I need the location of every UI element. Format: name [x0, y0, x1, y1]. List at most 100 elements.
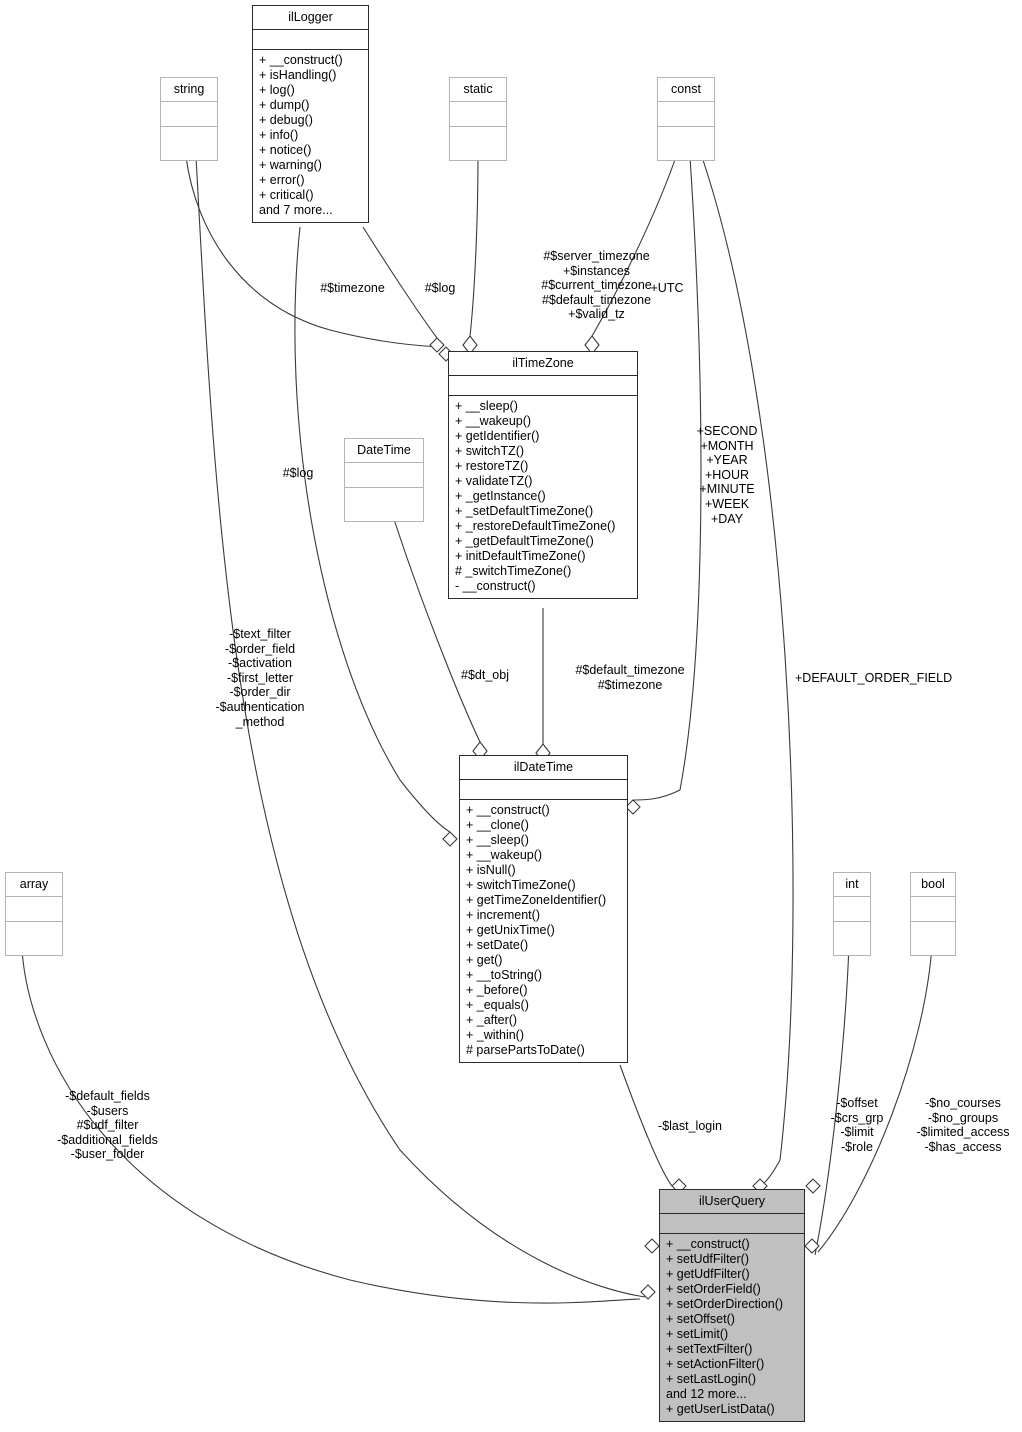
class-operation: + increment() — [466, 908, 540, 922]
class-box-string[interactable]: string — [160, 77, 218, 161]
class-operation: + _getDefaultTimeZone() — [455, 534, 594, 548]
class-operation: + setOrderField() — [666, 1282, 761, 1296]
class-attrs-array — [6, 897, 62, 922]
diamond-string-tz — [429, 337, 445, 353]
class-attrs-int — [834, 897, 870, 922]
edge-label-log-logger-ildatetime: #$log — [282, 466, 314, 480]
class-box-array[interactable]: array — [5, 872, 63, 956]
class-ops-datetime — [345, 488, 423, 521]
class-ops-bool — [911, 922, 955, 955]
class-operation: + _equals() — [466, 998, 529, 1012]
class-operation: # parsePartsToDate() — [466, 1043, 585, 1057]
class-title-const: const — [658, 78, 714, 102]
class-operation: + getUdfFilter() — [666, 1267, 750, 1281]
edge-label-default-order-field: +DEFAULT_ORDER_FIELD — [795, 671, 953, 685]
edge-label-bool-userquery: -$no_courses -$no_groups -$limited_acces… — [916, 1096, 1010, 1154]
class-operation: + validateTZ() — [455, 474, 533, 488]
class-box-datetime[interactable]: DateTime — [344, 438, 424, 522]
class-operation: + __sleep() — [455, 399, 518, 413]
class-box-static[interactable]: static — [449, 77, 507, 161]
class-operation: + getTimeZoneIdentifier() — [466, 893, 607, 907]
diamond-string-userquery — [644, 1238, 660, 1254]
edge-label-string-userquery: -$text_filter -$order_field -$activation… — [215, 627, 305, 729]
class-title-iltimezone: ilTimeZone — [449, 352, 637, 376]
class-operation: + __toString() — [466, 968, 543, 982]
class-operation: + setOrderDirection() — [666, 1297, 784, 1311]
class-operation: + setDate() — [466, 938, 529, 952]
class-operation: + dump() — [259, 98, 310, 112]
class-operation: + _after() — [466, 1013, 518, 1027]
class-title-bool: bool — [911, 873, 955, 897]
edge-label-dt-obj: #$dt_obj — [461, 668, 509, 682]
edge-label-array-userquery: -$default_fields -$users #$udf_filter -$… — [57, 1089, 158, 1162]
class-ops-array — [6, 922, 62, 955]
class-operation: + _restoreDefaultTimeZone() — [455, 519, 616, 533]
class-operation: + isHandling() — [259, 68, 337, 82]
class-box-iluserquery[interactable]: ilUserQuery + __construct()+ setUdfFilte… — [659, 1189, 805, 1422]
class-operation: + _before() — [466, 983, 528, 997]
class-operation: + setLastLogin() — [666, 1372, 756, 1386]
class-operation: and 7 more... — [259, 203, 333, 217]
class-operation: + get() — [466, 953, 503, 967]
class-title-datetime: DateTime — [345, 439, 423, 463]
class-operation: + switchTimeZone() — [466, 878, 576, 892]
class-operation: + setTextFilter() — [666, 1342, 753, 1356]
class-operation: + getIdentifier() — [455, 429, 540, 443]
class-operation: + notice() — [259, 143, 312, 157]
class-operation: + setOffset() — [666, 1312, 735, 1326]
class-operation: + __wakeup() — [466, 848, 543, 862]
class-operation: + debug() — [259, 113, 313, 127]
class-operation: + __wakeup() — [455, 414, 532, 428]
class-box-illogger[interactable]: ilLogger + __construct()+ isHandling()+ … — [252, 5, 369, 223]
class-operation: + switchTZ() — [455, 444, 525, 458]
class-attrs-bool — [911, 897, 955, 922]
class-title-array: array — [6, 873, 62, 897]
class-attrs-iltimezone — [449, 376, 637, 396]
class-ops-iltimezone: + __sleep()+ __wakeup()+ getIdentifier()… — [449, 396, 637, 598]
diamond-unknown-userquery — [805, 1178, 821, 1194]
class-operation: + log() — [259, 83, 295, 97]
class-box-int[interactable]: int — [833, 872, 871, 956]
class-box-ildatetime[interactable]: ilDateTime + __construct()+ __clone()+ _… — [459, 755, 628, 1063]
diamond-const-ildatetime — [625, 799, 641, 815]
class-title-int: int — [834, 873, 870, 897]
class-operation: + getUserListData() — [666, 1402, 775, 1416]
class-operation: + isNull() — [466, 863, 516, 877]
class-attrs-datetime — [345, 463, 423, 488]
class-operation: + _setDefaultTimeZone() — [455, 504, 594, 518]
edge-label-const-constants: +SECOND +MONTH +YEAR +HOUR +MINUTE +WEEK… — [696, 424, 758, 526]
class-title-static: static — [450, 78, 506, 102]
class-operation: + _getInstance() — [455, 489, 546, 503]
class-operation: + __construct() — [466, 803, 550, 817]
class-title-string: string — [161, 78, 217, 102]
class-attrs-string — [161, 102, 217, 127]
class-box-bool[interactable]: bool — [910, 872, 956, 956]
class-operation: - __construct() — [455, 579, 536, 593]
class-operation: + initDefaultTimeZone() — [455, 549, 586, 563]
class-box-iltimezone[interactable]: ilTimeZone + __sleep()+ __wakeup()+ getI… — [448, 351, 638, 599]
class-operation: and 12 more... — [666, 1387, 747, 1401]
edge-logger-ildatetime-log — [294, 226, 451, 833]
class-operation: + restoreTZ() — [455, 459, 529, 473]
class-operation: + _within() — [466, 1028, 525, 1042]
class-attrs-static — [450, 102, 506, 127]
class-operation: + warning() — [259, 158, 322, 172]
edge-label-utc: +UTC — [650, 281, 684, 295]
class-operation: + setActionFilter() — [666, 1357, 765, 1371]
class-operation: # _switchTimeZone() — [455, 564, 572, 578]
class-box-const[interactable]: const — [657, 77, 715, 161]
class-operation: + __clone() — [466, 818, 529, 832]
class-title-iluserquery: ilUserQuery — [660, 1190, 804, 1214]
class-ops-int — [834, 922, 870, 955]
class-operation: + setLimit() — [666, 1327, 729, 1341]
edge-label-log-logger-tz: #$log — [424, 281, 456, 295]
class-ops-string — [161, 127, 217, 160]
edge-label-int-userquery: -$offset -$crs_grp -$limit -$role — [830, 1096, 884, 1154]
class-title-ildatetime: ilDateTime — [460, 756, 627, 780]
class-operation: + __sleep() — [466, 833, 529, 847]
class-ops-static — [450, 127, 506, 160]
edge-label-tz-ildatetime: #$default_timezone #$timezone — [575, 663, 685, 692]
class-attrs-iluserquery — [660, 1214, 804, 1234]
diamond-logger-ildatetime — [442, 831, 458, 847]
